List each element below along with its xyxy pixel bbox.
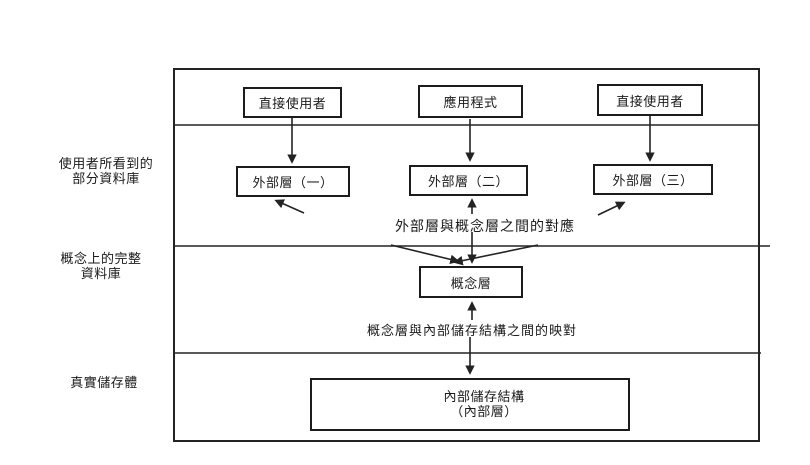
row-label-conceptual-db-line1: 概念上的完整 [60, 252, 142, 267]
conceptual-internal-mapping-label: 概念層與內部儲存結構之間的映對 [366, 324, 577, 339]
external-layer-3-box: 外部層（三） [593, 164, 713, 195]
arrow-external3-mapping-down [453, 244, 539, 266]
arrow-external3-mapping-up [597, 201, 626, 216]
row-label-real-storage: 真實儲存體 [70, 376, 138, 391]
outer-frame [173, 68, 760, 442]
row-label-user-view-line1: 使用者所看到的 [58, 157, 154, 172]
row-label-conceptual-db: 概念上的完整 資料庫 [25, 252, 177, 282]
direct-user-right-box: 直接使用者 [597, 84, 703, 116]
external-layer-2-box: 外部層（二） [409, 165, 528, 196]
row-label-user-view: 使用者所看到的 部分資料庫 [30, 157, 182, 187]
internal-storage-box: 內部儲存結構 （內部層） [310, 378, 630, 431]
arrow-external1-mapping-up [274, 199, 305, 214]
external-layer-1-box: 外部層（一） [236, 166, 350, 197]
row-label-conceptual-db-line2: 資料庫 [80, 267, 122, 282]
arrow-external1-mapping-down [390, 244, 460, 265]
conceptual-layer-box: 概念層 [419, 266, 523, 298]
application-box: 應用程式 [418, 85, 523, 118]
direct-user-left-box: 直接使用者 [243, 87, 342, 118]
external-conceptual-mapping-label: 外部層與概念層之間的對應 [395, 219, 575, 235]
internal-storage-line1: 內部儲存結構 [443, 389, 525, 405]
row-label-user-view-line2: 部分資料庫 [72, 172, 140, 187]
internal-storage-line2: （內部層） [450, 404, 518, 420]
